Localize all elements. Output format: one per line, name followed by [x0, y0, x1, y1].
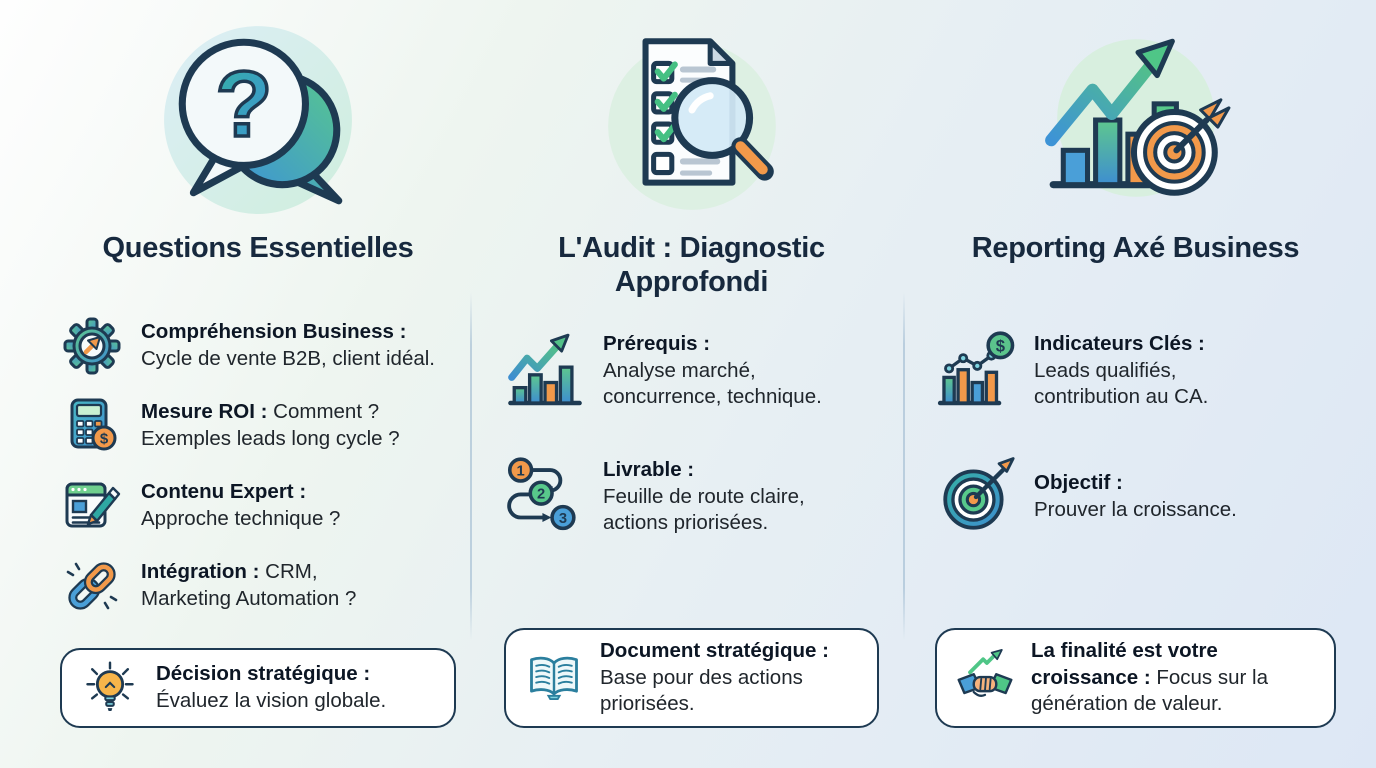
callout-box: La finalité est votre croissance : Focus… [935, 628, 1336, 728]
chart-target-arrow-icon [1044, 38, 1230, 197]
item-body: Prouver la croissance. [1034, 498, 1237, 521]
column-divider [903, 292, 905, 640]
column-reporting: Reporting Axé Business [905, 0, 1376, 768]
bar-chart-dollar-icon: $ [935, 330, 1017, 412]
list-item: Compréhension Business : Cycle de vente … [60, 314, 456, 378]
callout-text: Décision stratégique : Évaluez la vision… [156, 661, 386, 714]
growth-chart-icon [504, 330, 586, 412]
item-text: Indicateurs Clés : Leads qualifiés, cont… [1034, 331, 1208, 411]
callout-label: La finalité est votre croissance : [1031, 639, 1218, 689]
item-body: Feuille de route claire, [603, 484, 805, 508]
callout-body: Focus sur la génération de valeur. [1031, 665, 1269, 716]
item-text: Compréhension Business : Cycle de vente … [141, 319, 435, 372]
webpage-pencil-icon [60, 474, 124, 538]
item-body-line2: Exemples leads long cycle ? [141, 427, 400, 450]
item-body: Leads qualifiés, [1034, 358, 1177, 382]
item-body: CRM, [265, 560, 318, 584]
checklist-magnifier-icon [607, 38, 776, 210]
item-body-line2: concurrence, technique. [603, 385, 822, 409]
item-body: Analyse marché, [603, 358, 756, 382]
item-label: Intégration : [141, 560, 260, 584]
items-list: $ Indicateurs Clés : Leads qualifiés, co… [935, 330, 1336, 538]
callout-text: La finalité est votre croissance : Focus… [1031, 638, 1316, 718]
item-label: Objectif : [1034, 471, 1123, 495]
items-list: Prérequis : Analyse marché, concurrence,… [504, 330, 879, 538]
item-label: Compréhension Business : [141, 320, 407, 344]
list-item: Contenu Expert : Approche technique ? [60, 474, 456, 538]
list-item: 1 2 3 Livrable : Feuille de route claire… [504, 456, 879, 538]
item-body-line2: Marketing Automation ? [141, 587, 357, 610]
svg-text:2: 2 [537, 487, 545, 503]
callout-label: Décision stratégique : [156, 662, 371, 686]
target-dart-icon [935, 456, 1017, 538]
svg-text:$: $ [100, 431, 109, 448]
list-item: $ Indicateurs Clés : Leads qualifiés, co… [935, 330, 1336, 412]
item-label: Contenu Expert : [141, 480, 307, 504]
item-text: Prérequis : Analyse marché, concurrence,… [603, 331, 822, 411]
column-audit: L'Audit : Diagnostic Approfondi [472, 0, 905, 768]
item-text: Mesure ROI : Comment ? Exemples leads lo… [141, 399, 400, 452]
list-item: $ Mesure ROI : Comment ? Exemples leads … [60, 394, 456, 458]
column-title: Questions Essentielles [102, 232, 414, 264]
item-body: Cycle de vente B2B, client idéal. [141, 347, 435, 370]
callout-body: Base pour des actions priorisées. [600, 665, 803, 716]
chain-link-icon [60, 554, 124, 618]
item-label: Mesure ROI : [141, 400, 268, 424]
svg-text:3: 3 [559, 511, 567, 527]
column-title: Reporting Axé Business [971, 232, 1300, 264]
item-label: Livrable : [603, 458, 695, 482]
item-body: Approche technique ? [141, 507, 341, 530]
question-speech-bubbles-icon: ? [164, 26, 352, 214]
lightbulb-icon [80, 658, 140, 718]
list-item: Intégration : CRM, Marketing Automation … [60, 554, 456, 618]
item-text: Intégration : CRM, Marketing Automation … [141, 559, 356, 612]
callout-box: Document stratégique : Base pour des act… [504, 628, 879, 728]
item-text: Contenu Expert : Approche technique ? [141, 479, 340, 532]
callout-text: Document stratégique : Base pour des act… [600, 638, 859, 718]
gear-arrow-icon [60, 314, 124, 378]
column-title: L'Audit : Diagnostic Approfondi [558, 232, 825, 298]
item-body-line2: actions priorisées. [603, 511, 769, 535]
svg-text:$: $ [996, 337, 1006, 356]
column-divider [470, 292, 472, 640]
list-item: Objectif : Prouver la croissance. [935, 456, 1336, 538]
hero-questions: ? [60, 12, 456, 224]
item-text: Livrable : Feuille de route claire, acti… [603, 457, 805, 537]
items-list: Compréhension Business : Cycle de vente … [60, 314, 456, 618]
item-label: Prérequis : [603, 332, 711, 356]
numbered-steps-icon: 1 2 3 [504, 456, 586, 538]
callout-box: Décision stratégique : Évaluez la vision… [60, 648, 456, 728]
handshake-growth-icon [955, 648, 1015, 708]
column-questions: ? Questions Essentielles [0, 0, 472, 768]
calculator-dollar-icon: $ [60, 394, 124, 458]
item-label: Indicateurs Clés : [1034, 332, 1205, 356]
callout-label: Document stratégique : [600, 639, 829, 663]
open-book-icon [524, 648, 584, 708]
callout-body: Évaluez la vision globale. [156, 689, 387, 712]
list-item: Prérequis : Analyse marché, concurrence,… [504, 330, 879, 412]
item-body: Comment ? [273, 400, 380, 424]
svg-text:?: ? [215, 52, 272, 156]
hero-audit [504, 12, 879, 224]
svg-text:1: 1 [517, 463, 525, 479]
item-body-line2: contribution au CA. [1034, 385, 1209, 409]
hero-reporting [935, 12, 1336, 224]
item-text: Objectif : Prouver la croissance. [1034, 470, 1237, 523]
